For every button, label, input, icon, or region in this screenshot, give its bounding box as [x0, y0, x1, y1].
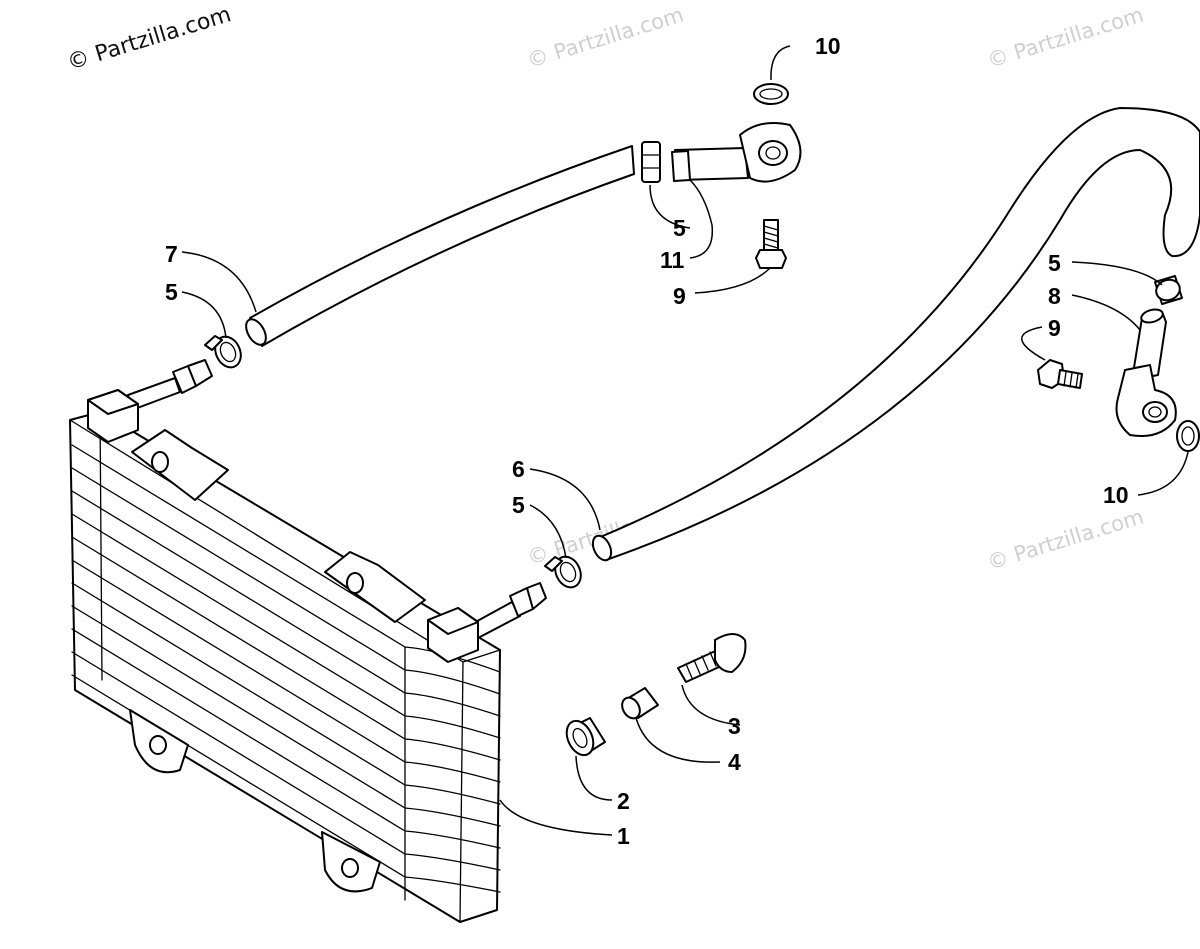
leader-6	[529, 468, 601, 531]
lower-cooler-fitting	[469, 582, 547, 639]
clamp-lower-middle	[544, 555, 582, 589]
bolt-top	[755, 219, 787, 269]
leader-5-mid	[529, 504, 567, 559]
o-ring-right	[1176, 420, 1200, 452]
o-ring-top	[753, 83, 789, 105]
callout-9-right: 9	[1048, 315, 1061, 341]
lower-hose	[591, 107, 1200, 562]
callout-1: 1	[617, 823, 630, 849]
callout-7: 7	[165, 241, 178, 267]
leader-5-right	[1071, 261, 1163, 286]
callout-4: 4	[728, 749, 741, 775]
collar	[621, 687, 659, 720]
fitting-top	[671, 122, 802, 183]
leader-9-top	[694, 267, 771, 294]
leader-5-left	[181, 291, 227, 339]
callout-6: 6	[512, 456, 525, 482]
leader-10-top	[770, 45, 791, 81]
callout-9-top: 9	[673, 283, 686, 309]
leader-11	[689, 179, 714, 259]
oil-cooler-body	[69, 389, 501, 923]
watermark-faint: © Partzilla.com	[524, 2, 686, 72]
callout-3: 3	[728, 713, 741, 739]
grommet	[565, 717, 606, 757]
callout-5-top: 5	[673, 215, 686, 241]
leader-8	[1071, 294, 1141, 331]
callout-10-top: 10	[815, 33, 841, 59]
clamp-top-middle	[641, 141, 661, 183]
upper-cooler-fitting	[127, 359, 213, 411]
watermark-faint: © Partzilla.com	[984, 504, 1146, 574]
leader-2	[575, 755, 613, 801]
callout-10-right: 10	[1103, 482, 1129, 508]
mounting-bolt	[677, 633, 747, 683]
leader-7	[181, 251, 257, 313]
callout-8: 8	[1048, 283, 1061, 309]
watermark-main: © Partzilla.com	[64, 2, 234, 76]
callout-5-mid: 5	[512, 492, 525, 518]
leader-10-right	[1137, 451, 1189, 496]
bolt-right	[1037, 359, 1083, 389]
callout-2: 2	[617, 788, 630, 814]
upper-hose	[245, 145, 635, 347]
watermark-faint: © Partzilla.com	[984, 2, 1146, 72]
leader-3	[681, 684, 741, 726]
callout-5-right: 5	[1048, 250, 1061, 276]
leader-5-top	[649, 184, 691, 229]
callout-5-left: 5	[165, 279, 178, 305]
leader-4	[635, 717, 721, 763]
leader-9-right	[1021, 326, 1046, 361]
callout-11: 11	[660, 247, 685, 273]
leader-1	[499, 799, 613, 836]
clamp-upper-left	[204, 335, 242, 369]
clamp-right	[1154, 275, 1183, 305]
fitting-right	[1115, 308, 1177, 437]
